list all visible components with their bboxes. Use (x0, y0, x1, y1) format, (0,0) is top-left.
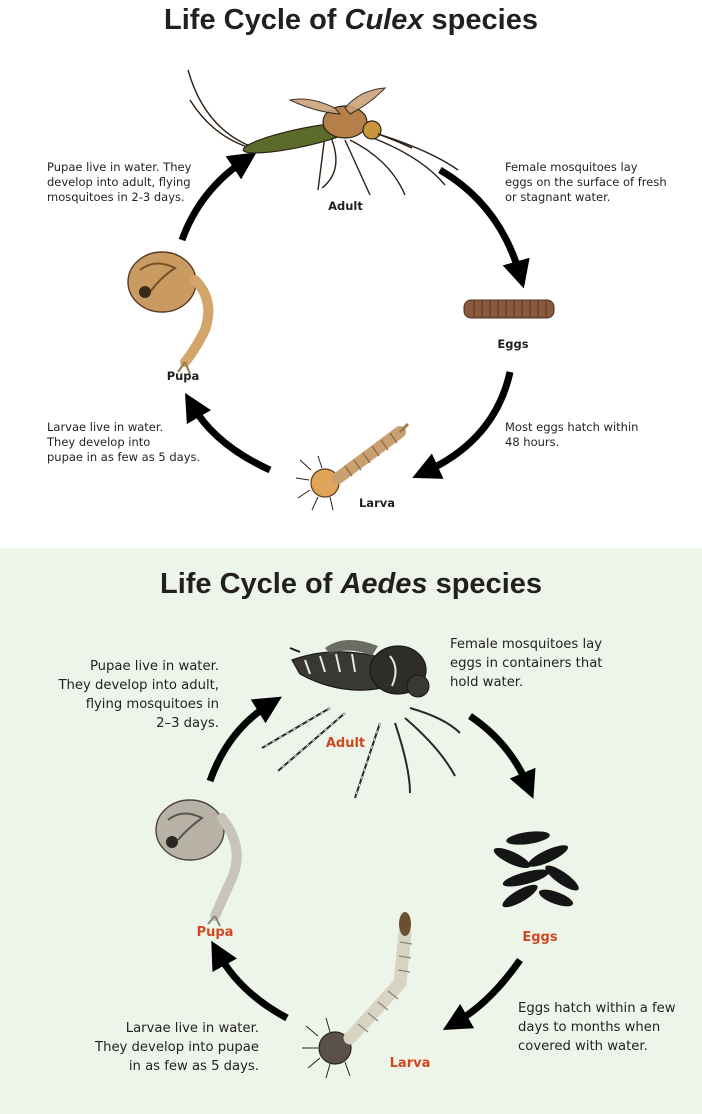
aedes-note-eggs-to-larva: Eggs hatch within a few days to months w… (518, 999, 676, 1056)
aedes-arrow-adult-to-eggs (470, 716, 528, 786)
aedes-stage-larva: Larva (385, 1056, 435, 1071)
culex-stage-larva: Larva (352, 496, 402, 510)
culex-note-larva-to-pupa: Larvae live in water. They develop into … (47, 420, 200, 465)
culex-note-pupa-to-adult: Pupae live in water. They develop into a… (47, 160, 191, 205)
culex-note-adult-to-eggs: Female mosquitoes lay eggs on the surfac… (505, 160, 667, 205)
culex-pupa-illustration (128, 252, 208, 374)
culex-note-eggs-to-larva: Most eggs hatch within 48 hours. (505, 420, 638, 450)
culex-stage-eggs: Eggs (488, 337, 538, 351)
aedes-note-larva-to-pupa: Larvae live in water. They develop into … (95, 1019, 259, 1076)
aedes-stage-adult: Adult (318, 736, 373, 751)
culex-arrow-pupa-to-adult (182, 160, 245, 240)
aedes-pupa-illustration (156, 800, 237, 926)
culex-panel: Life Cycle of Culex species (0, 0, 702, 540)
aedes-note-pupa-to-adult: Pupae live in water. They develop into a… (58, 657, 219, 733)
aedes-larva-illustration (302, 912, 412, 1078)
aedes-arrow-pupa-to-adult (210, 704, 270, 781)
aedes-arrow-larva-to-pupa (218, 953, 287, 1018)
aedes-adult-illustration (262, 640, 460, 798)
culex-eggs-illustration (464, 300, 554, 318)
culex-arrow-eggs-to-larva (425, 372, 510, 472)
culex-arrow-larva-to-pupa (192, 405, 270, 470)
aedes-panel: Life Cycle of Aedes species (0, 548, 702, 1114)
culex-stage-adult: Adult (318, 199, 373, 213)
aedes-note-adult-to-eggs: Female mosquitoes lay eggs in containers… (450, 635, 602, 692)
culex-stage-pupa: Pupa (158, 369, 208, 383)
aedes-stage-pupa: Pupa (190, 925, 240, 940)
aedes-arrow-eggs-to-larva (455, 960, 520, 1023)
aedes-eggs-illustration (491, 829, 581, 911)
aedes-stage-eggs: Eggs (515, 930, 565, 945)
